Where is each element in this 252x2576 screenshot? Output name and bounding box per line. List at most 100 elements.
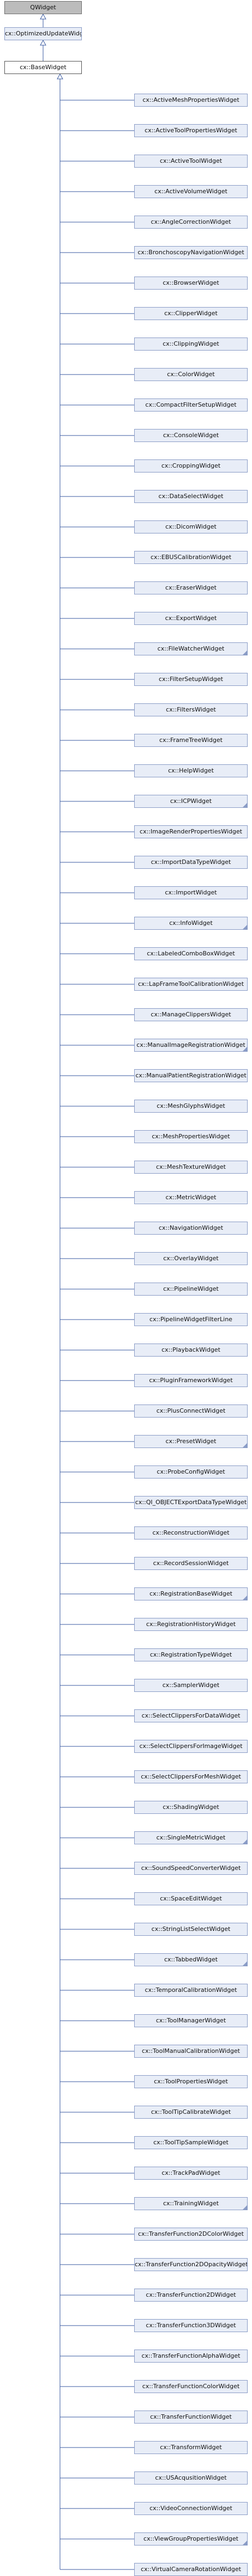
node-label: cx::EraserWidget [165,584,217,591]
node-qwidget[interactable]: QWidget [4,1,82,14]
node-derived-class[interactable]: cx::TrainingWidget [134,2197,248,2210]
node-label: cx::PlaybackWidget [161,1346,220,1353]
node-derived-class[interactable]: cx::SingleMetricWidget [134,1831,248,1844]
node-derived-class[interactable]: cx::ToolTipCalibrateWidget [134,2106,248,2119]
node-derived-class[interactable]: cx::ClipperWidget [134,307,248,320]
node-derived-class[interactable]: cx::LabeledComboBoxWidget [134,947,248,960]
node-label: cx::ViewGroupPropertiesWidget [143,2535,238,2542]
node-derived-class[interactable]: cx::TabbedWidget [134,1953,248,1966]
node-derived-class[interactable]: cx::MetricWidget [134,1191,248,1204]
node-derived-class[interactable]: cx::BrowserWidget [134,277,248,290]
node-derived-class[interactable]: cx::TransferFunctionColorWidget [134,2380,248,2393]
node-derived-class[interactable]: cx::ManualImageRegistrationWidget [134,1039,248,1052]
node-derived-class[interactable]: cx::FileWatcherWidget [134,642,248,655]
node-derived-class[interactable]: cx::VirtualCameraRotationWidget [134,2563,248,2576]
node-derived-class[interactable]: cx::FiltersWidget [134,703,248,716]
node-derived-class[interactable]: cx::FilterSetupWidget [134,673,248,686]
node-derived-class[interactable]: cx::PlusConnectWidget [134,1404,248,1418]
node-label: cx::ToolTipSampleWidget [153,2139,229,2146]
node-derived-class[interactable]: cx::OverlayWidget [134,1252,248,1265]
node-derived-class[interactable]: cx::ActiveMeshPropertiesWidget [134,94,248,107]
node-derived-class[interactable]: cx::ICPWidget [134,795,248,808]
node-derived-class[interactable]: cx::ProbeConfigWidget [134,1465,248,1479]
node-derived-class[interactable]: cx::TemporalCalibrationWidget [134,1984,248,1997]
node-label: cx::ManualPatientRegistrationWidget [135,1072,247,1079]
node-derived-class[interactable]: cx::InfoWidget [134,917,248,930]
node-derived-class[interactable]: cx::RegistrationTypeWidget [134,1648,248,1661]
node-derived-class[interactable]: cx::USAcqusitionWidget [134,2471,248,2485]
node-derived-class[interactable]: cx::ActiveToolWidget [134,155,248,168]
node-derived-class[interactable]: cx::ActiveVolumeWidget [134,185,248,198]
node-derived-class[interactable]: cx::RegistrationBaseWidget [134,1587,248,1600]
node-derived-class[interactable]: cx::RecordSessionWidget [134,1557,248,1570]
node-derived-class[interactable]: cx::ToolTipSampleWidget [134,2136,248,2149]
node-derived-class[interactable]: cx::LapFrameToolCalibrationWidget [134,978,248,991]
node-derived-class[interactable]: cx::ManualPatientRegistrationWidget [134,1069,248,1082]
node-derived-class[interactable]: cx::ImageRenderPropertiesWidget [134,825,248,838]
node-derived-class[interactable]: cx::ToolPropertiesWidget [134,2075,248,2088]
node-derived-class[interactable]: cx::ImportWidget [134,886,248,899]
node-label: cx::BrowserWidget [163,279,219,286]
node-derived-class[interactable]: cx::PresetWidget [134,1435,248,1448]
node-label: cx::ConsoleWidget [163,432,219,439]
node-derived-class[interactable]: cx::SpaceEditWidget [134,1892,248,1905]
node-derived-class[interactable]: cx::TransferFunction2DOpacityWidget [134,2258,248,2271]
node-derived-class[interactable]: cx::ToolManualCalibrationWidget [134,2045,248,2058]
node-derived-class[interactable]: cx::TransformWidget [134,2441,248,2454]
node-label: cx::ManualImageRegistrationWidget [136,1041,245,1048]
node-derived-class[interactable]: cx::PluginFrameworkWidget [134,1374,248,1387]
node-derived-class[interactable]: cx::MeshTextureWidget [134,1161,248,1174]
node-optimized-update-widget[interactable]: cx::OptimizedUpdateWidget [4,27,82,40]
node-label: cx::ActiveToolWidget [159,157,223,164]
node-label: cx::MetricWidget [165,1194,217,1201]
node-base-widget[interactable]: cx::BaseWidget [4,61,82,74]
node-derived-class[interactable]: cx::MeshGlyphsWidget [134,1100,248,1113]
node-label: cx::TransformWidget [160,2444,222,2451]
node-derived-class[interactable]: cx::TransferFunctionAlphaWidget [134,2350,248,2363]
node-derived-class[interactable]: cx::FrameTreeWidget [134,734,248,747]
node-derived-class[interactable]: cx::CroppingWidget [134,459,248,473]
node-derived-class[interactable]: cx::SelectClippersForImageWidget [134,1740,248,1753]
node-derived-class[interactable]: cx::StringListSelectWidget [134,1923,248,1936]
node-derived-class[interactable]: cx::BronchoscopyNavigationWidget [134,246,248,259]
node-derived-class[interactable]: cx::SelectClippersForMeshWidget [134,1770,248,1783]
node-derived-class[interactable]: cx::ImportDataTypeWidget [134,856,248,869]
node-derived-class[interactable]: cx::MeshPropertiesWidget [134,1130,248,1143]
node-derived-class[interactable]: cx::TransferFunctionWidget [134,2411,248,2424]
node-derived-class[interactable]: cx::ColorWidget [134,368,248,381]
node-derived-class[interactable]: cx::ClippingWidget [134,338,248,351]
node-derived-class[interactable]: cx::TransferFunction3DWidget [134,2319,248,2332]
node-derived-class[interactable]: cx::PlaybackWidget [134,1344,248,1357]
node-derived-class[interactable]: cx::ReconstructionWidget [134,1526,248,1540]
node-label: cx::PipelineWidgetFilterLine [149,1316,232,1323]
node-derived-class[interactable]: cx::ActiveToolPropertiesWidget [134,124,248,137]
node-derived-class[interactable]: cx::DataSelectWidget [134,490,248,503]
node-derived-class[interactable]: cx::DicomWidget [134,520,248,533]
node-derived-class[interactable]: cx::EBUSCalibrationWidget [134,551,248,564]
node-derived-class[interactable]: cx::TransferFunction2DColorWidget [134,2228,248,2241]
node-derived-class[interactable]: cx::ViewGroupPropertiesWidget [134,2532,248,2546]
node-derived-class[interactable]: cx::PipelineWidgetFilterLine [134,1313,248,1326]
node-derived-class[interactable]: cx::AngleCorrectionWidget [134,216,248,229]
node-derived-class[interactable]: cx::EraserWidget [134,581,248,594]
node-derived-class[interactable]: cx::TransferFunction2DWidget [134,2289,248,2302]
node-derived-class[interactable]: cx::SamplerWidget [134,1679,248,1692]
node-derived-class[interactable]: cx::SoundSpeedConverterWidget [134,1862,248,1875]
node-derived-class[interactable]: cx::VideoConnectionWidget [134,2502,248,2515]
node-label: cx::MeshTextureWidget [156,1163,226,1170]
node-derived-class[interactable]: cx::NavigationWidget [134,1222,248,1235]
node-derived-class[interactable]: cx::ManageClippersWidget [134,1008,248,1021]
node-derived-class[interactable]: cx::TrackPadWidget [134,2167,248,2180]
node-derived-class[interactable]: cx::PipelineWidget [134,1283,248,1296]
node-derived-class[interactable]: cx::CompactFilterSetupWidget [134,398,248,412]
node-derived-class[interactable]: cx::SelectClippersForDataWidget [134,1709,248,1722]
node-derived-class[interactable]: cx::ShadingWidget [134,1801,248,1814]
node-label: cx::ColorWidget [167,371,215,378]
node-derived-class[interactable]: cx::ExportWidget [134,612,248,625]
node-label: cx::ActiveVolumeWidget [154,188,227,195]
node-derived-class[interactable]: cx::RegistrationHistoryWidget [134,1618,248,1631]
node-derived-class[interactable]: cx::HelpWidget [134,764,248,777]
node-derived-class[interactable]: cx::ConsoleWidget [134,429,248,442]
node-derived-class[interactable]: cx::QI_OBJECTExportDataTypeWidget [134,1496,248,1509]
node-derived-class[interactable]: cx::ToolManagerWidget [134,2014,248,2027]
